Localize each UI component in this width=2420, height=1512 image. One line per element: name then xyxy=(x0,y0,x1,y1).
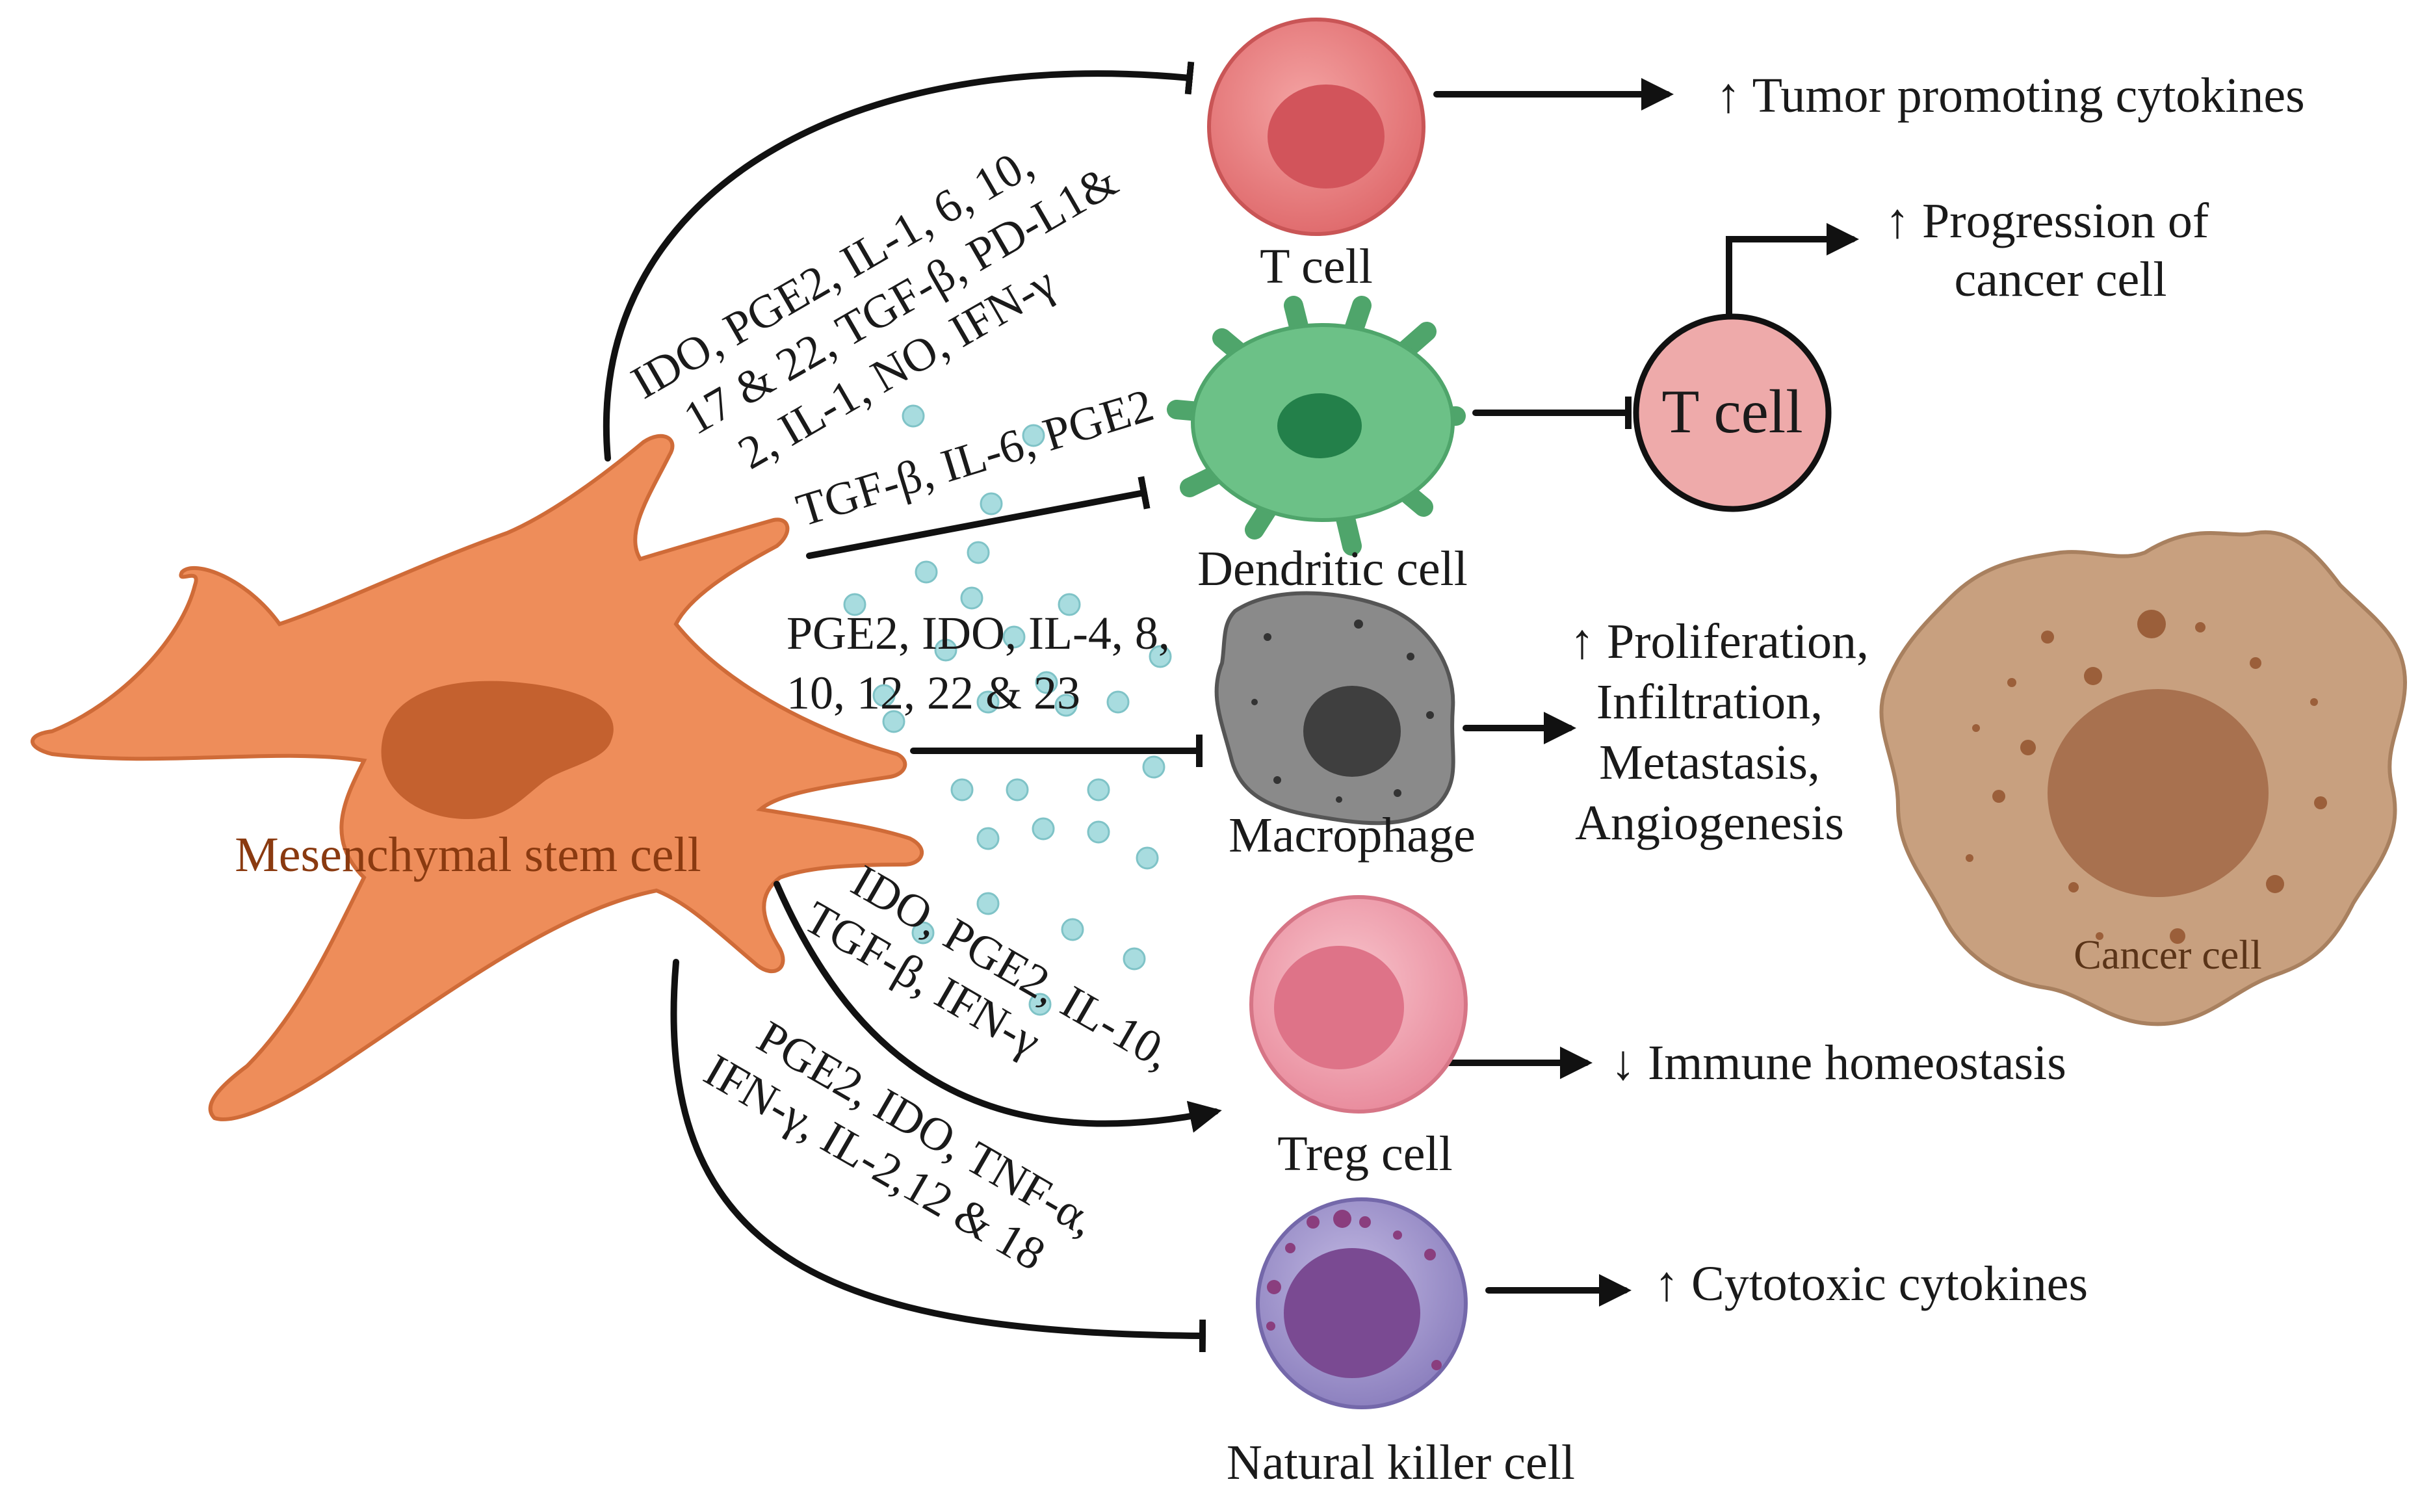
msc-nucleus xyxy=(381,681,614,819)
secreted-vesicles xyxy=(843,404,1172,1016)
outcome-line: ↑ Progression of xyxy=(1885,194,2209,248)
progression-arrow xyxy=(1726,223,1859,328)
outcome-proliferation: ↑ Proliferation, Infiltration, Metastasi… xyxy=(1570,614,1869,850)
outcome-line: ↑ Proliferation, xyxy=(1570,614,1869,669)
inhibit-t-cell-edge xyxy=(603,61,1195,462)
outcome-immune-homeostasis: ↓ Immune homeostasis xyxy=(1611,1036,2066,1090)
t-cell: T cell xyxy=(1207,18,1425,294)
outcome-line: Angiogenesis xyxy=(1575,796,1844,850)
cancer-cell-label: Cancer cell xyxy=(2074,932,2262,978)
activate-treg-edge xyxy=(774,881,1222,1133)
cancer-cell: Cancer cell xyxy=(1879,530,2408,1026)
cytokine-line: PGE2, IDO, IL-4, 8, xyxy=(787,607,1170,659)
cytokines-macrophage: PGE2, IDO, IL-4, 8, 10, 12, 22 & 23 xyxy=(787,607,1170,719)
treg-cell: Treg cell xyxy=(1249,895,1468,1181)
outcome-tumor-promoting: ↑ Tumor promoting cytokines xyxy=(1716,68,2305,123)
target-t-cell: T cell xyxy=(1633,313,1832,512)
treg-cell-label: Treg cell xyxy=(1277,1127,1453,1181)
msc-label: Mesenchymal stem cell xyxy=(235,828,701,882)
mesenchymal-stem-cell: Mesenchymal stem cell xyxy=(31,434,924,1121)
cytokine-line: 10, 12, 22 & 23 xyxy=(787,667,1080,719)
t-cell-label: T cell xyxy=(1260,239,1373,294)
inhibit-nk-edge xyxy=(670,959,1206,1353)
nk-cell-label: Natural killer cell xyxy=(1227,1435,1575,1490)
outcome-line: Metastasis, xyxy=(1599,735,1820,790)
target-t-cell-label: T cell xyxy=(1661,377,1802,446)
cytokines-nk: PGE2, IDO, TNF-α, IFN-γ, IL-2,12 & 18 xyxy=(696,1011,1105,1281)
connectors xyxy=(603,61,1859,1353)
outcome-line: Infiltration, xyxy=(1596,675,1823,729)
natural-killer-cell: Natural killer cell xyxy=(1227,1197,1575,1490)
inhibit-dendritic-edge xyxy=(806,476,1151,559)
outcome-cytotoxic: ↑ Cytotoxic cytokines xyxy=(1654,1257,2088,1311)
macrophage: Macrophage xyxy=(1214,591,1476,863)
macrophage-label: Macrophage xyxy=(1229,808,1476,863)
dendritic-cell-label: Dendritic cell xyxy=(1197,541,1468,596)
dendritic-cell: Dendritic cell xyxy=(1167,296,1468,596)
outcome-progression: ↑ Progression of cancer cell xyxy=(1885,194,2209,307)
outcome-line: cancer cell xyxy=(1955,252,2167,307)
